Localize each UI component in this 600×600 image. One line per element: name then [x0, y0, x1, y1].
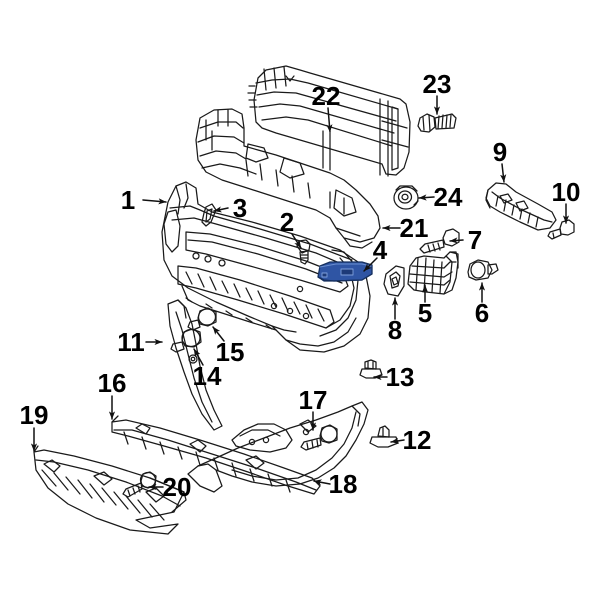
- part-10-push-pin: [547, 219, 575, 240]
- callout-label-12[interactable]: 12: [402, 425, 432, 455]
- callout-label-8[interactable]: 8: [387, 315, 403, 345]
- callout-label-1[interactable]: 1: [120, 185, 136, 215]
- part-15-screw-clip: [187, 307, 217, 331]
- callout-label-13[interactable]: 13: [385, 362, 415, 392]
- callout-label-6[interactable]: 6: [474, 298, 490, 328]
- part-12-push-pin-clip: [369, 425, 399, 448]
- part-13-pin-retainer: [359, 359, 383, 379]
- part-22-reinforcement-beam: [247, 65, 411, 177]
- callout-label-14[interactable]: 14: [192, 361, 222, 391]
- part-4-highlighted-bracket: [317, 261, 373, 282]
- callout-label-11[interactable]: 11: [117, 327, 145, 357]
- callout-label-21[interactable]: 21: [399, 213, 429, 243]
- part-11-lower-cover-edge: [167, 299, 223, 431]
- part-3-clip-retainer: [201, 203, 217, 227]
- callout-label-5[interactable]: 5: [417, 298, 433, 328]
- callout-label-17[interactable]: 17: [298, 385, 328, 415]
- part-23-hex-flange-bolt: [417, 113, 457, 133]
- callout-label-2[interactable]: 2: [279, 207, 295, 237]
- callout-label-15[interactable]: 15: [215, 337, 245, 367]
- callout-label-16[interactable]: 16: [97, 368, 127, 398]
- callout-label-24[interactable]: 24: [433, 182, 463, 212]
- part-17-screw-flange: [300, 424, 338, 451]
- leader-lines: [30, 95, 570, 491]
- callout-label-23[interactable]: 23: [422, 69, 452, 99]
- part-7-bolt: [419, 228, 460, 254]
- part-8-bracket-tab: [383, 265, 405, 297]
- part-24-nut-grommet: [393, 185, 419, 210]
- part-1-bumper-cover: [161, 181, 371, 353]
- callout-label-18[interactable]: 18: [328, 469, 358, 499]
- part-5-grille-mesh: [407, 251, 459, 295]
- part-14-grommet-large: [170, 328, 202, 353]
- part-6-grommet-plug: [467, 259, 499, 281]
- part-9-side-bracket: [485, 182, 557, 231]
- part-20-tapping-screw: [122, 471, 157, 498]
- callout-label-10[interactable]: 10: [551, 177, 581, 207]
- callout-label-7[interactable]: 7: [467, 225, 483, 255]
- part-16-lower-valance: [111, 415, 321, 495]
- callout-label-9[interactable]: 9: [492, 137, 508, 167]
- part-18-front-spoiler-lip: [187, 401, 369, 493]
- callout-label-4[interactable]: 4: [372, 235, 388, 265]
- callout-label-3[interactable]: 3: [232, 193, 248, 223]
- callout-label-20[interactable]: 20: [162, 472, 192, 502]
- callout-label-22[interactable]: 22: [311, 81, 341, 111]
- part-21-energy-absorber: [195, 108, 381, 249]
- callout-label-19[interactable]: 19: [19, 400, 49, 430]
